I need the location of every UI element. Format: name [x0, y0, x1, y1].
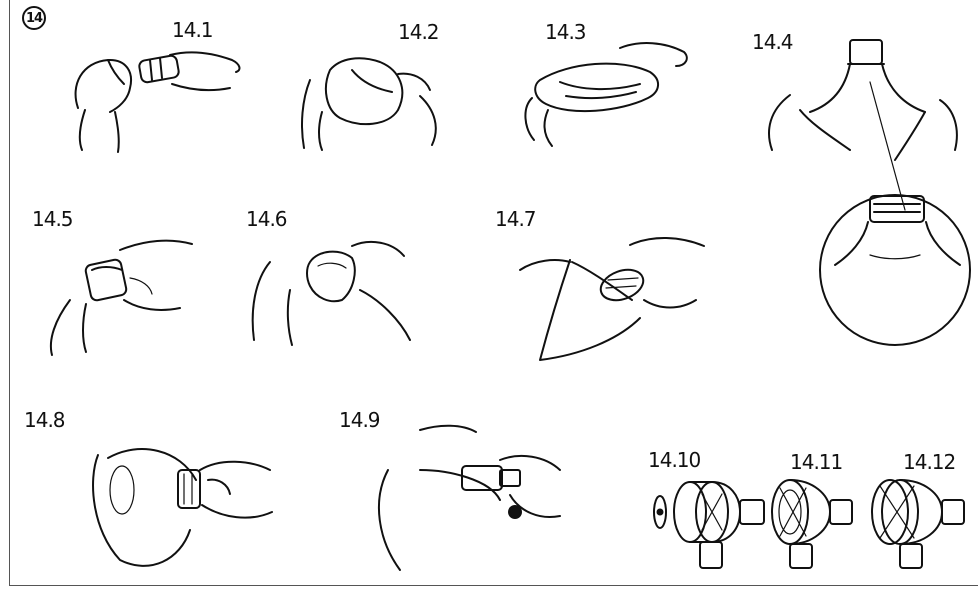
illustration-14-5: [51, 241, 192, 355]
illustration-14-7: [520, 238, 704, 360]
illustration-14-12: [872, 480, 964, 568]
illustration-14-1: [76, 52, 240, 152]
illustration-14-2: [302, 58, 436, 150]
illustration-14-3: [525, 43, 686, 146]
illustration-14-11: [772, 480, 852, 568]
illustration-14-10: [654, 482, 764, 568]
illustration-14-9: [379, 426, 560, 570]
illustration-14-6: [253, 242, 410, 345]
illustration-14-8: [93, 449, 272, 566]
illustration-14-4: [769, 40, 970, 345]
